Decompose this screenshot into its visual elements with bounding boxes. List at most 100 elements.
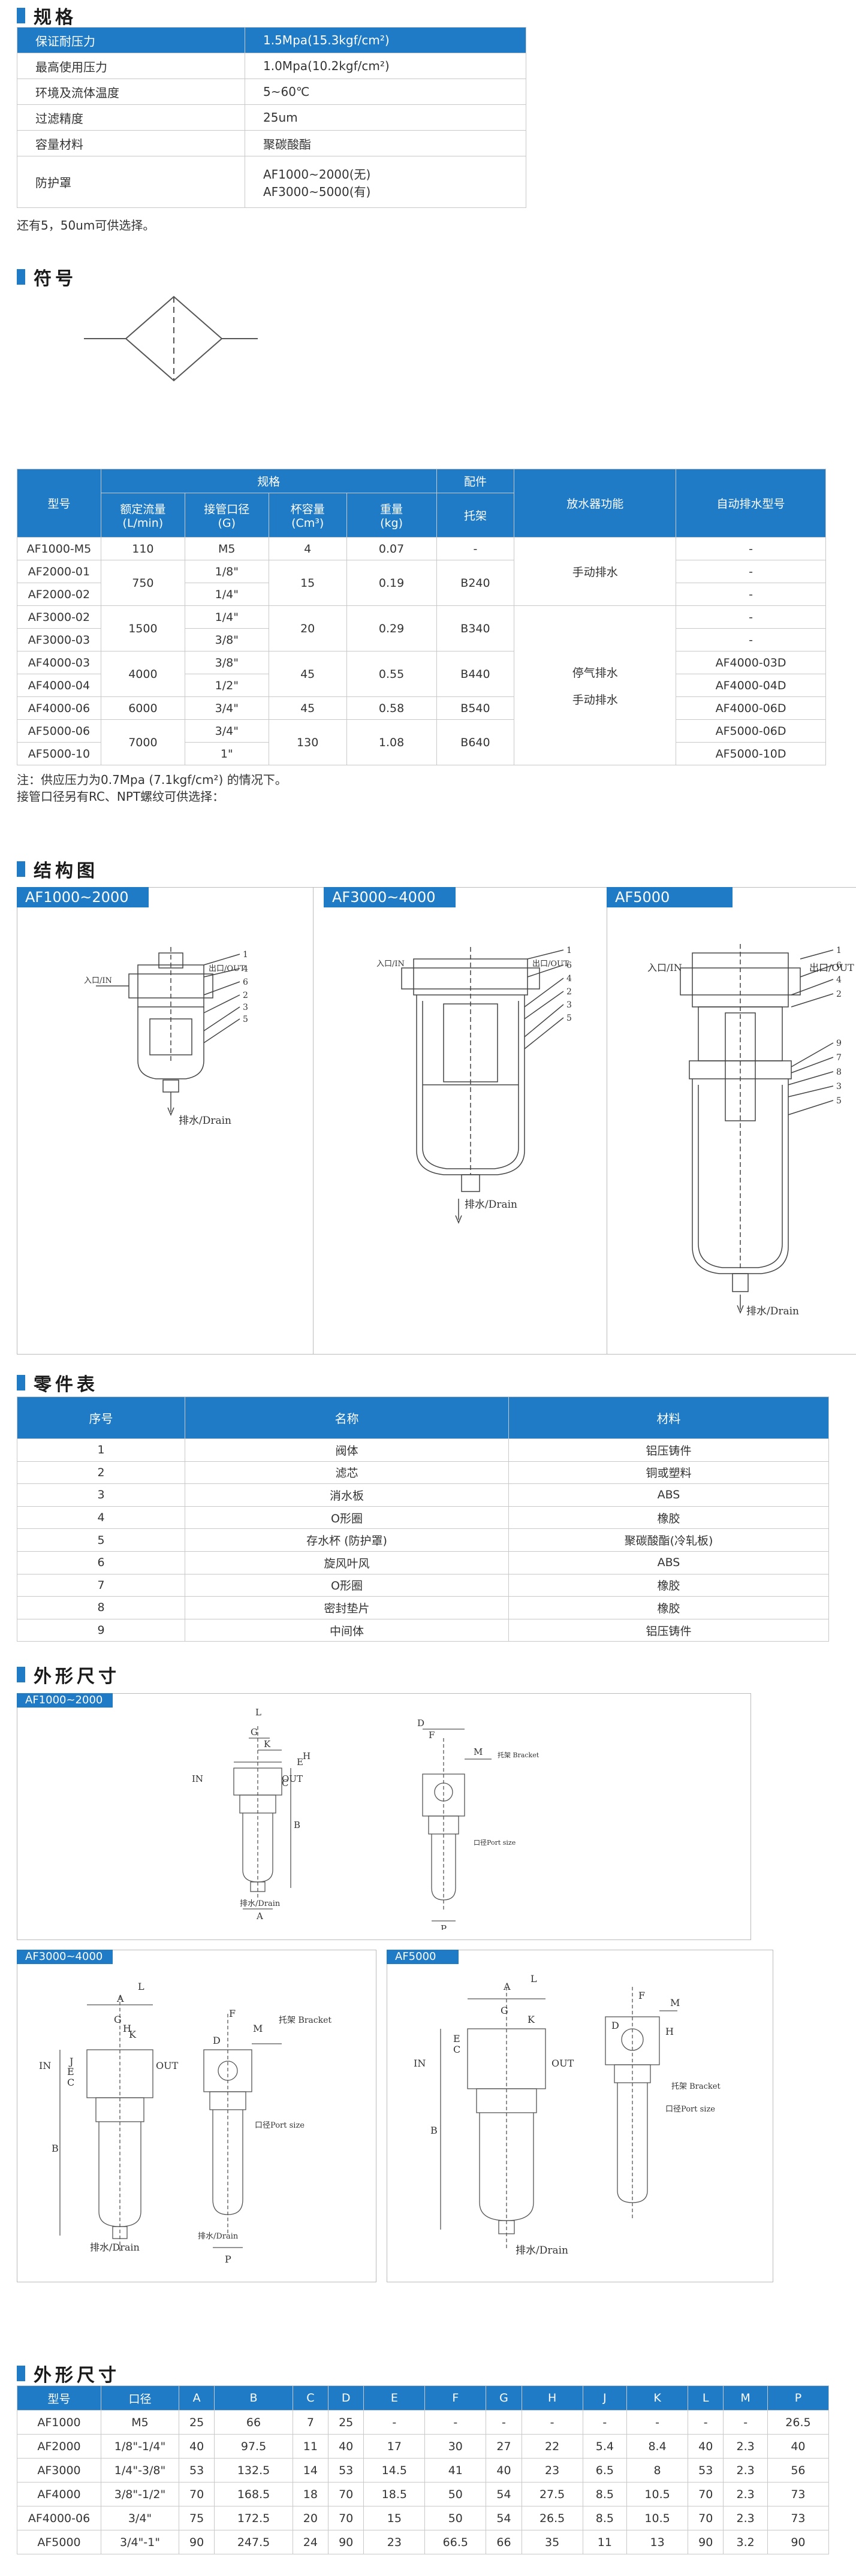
outline-drawing-af3000: LAG HKB CEJ DFM P IN OUT 排水/Drain 托架 Bra… — [39, 1981, 331, 2265]
th-dim: J — [582, 2385, 628, 2411]
th-dim: M — [723, 2385, 768, 2411]
section-title-symbol: 符号 — [17, 264, 77, 290]
dim-cell: - — [582, 2410, 628, 2435]
dim-cell: 41 — [424, 2458, 487, 2483]
th-cup: 杯容量(Cm³) — [268, 493, 347, 538]
drain-label: 排水/Drain — [179, 1115, 231, 1127]
out-label: 出口/OUT — [809, 962, 854, 973]
svg-text:A: A — [503, 1981, 511, 1992]
svg-text:F: F — [429, 1730, 435, 1741]
model-cell: AF4000-03 — [17, 651, 101, 674]
outline-drawing-af1000: LGK BCA DFM PEH IN OUT 排水/Drain 托架 Brack… — [192, 1707, 539, 1930]
dim-cell: 40 — [328, 2434, 364, 2459]
dim-cell: 15 — [363, 2506, 426, 2530]
svg-text:M: M — [253, 2023, 263, 2034]
spec-key: 过滤精度 — [17, 104, 245, 131]
dim-cell: 2.3 — [723, 2482, 768, 2506]
spec-key: 最高使用压力 — [17, 53, 245, 79]
spec-value: 聚碳酸酯 — [245, 130, 526, 156]
svg-text:M: M — [474, 1747, 483, 1757]
dim-cell: - — [688, 2410, 724, 2435]
dim-cell: AF3000 — [17, 2458, 101, 2483]
svg-text:D: D — [213, 2035, 221, 2046]
outline-tab-2: AF3000~4000 — [17, 1950, 113, 1964]
dim-cell: 8.4 — [626, 2434, 689, 2459]
bracket-cell: B240 — [436, 560, 515, 606]
dim-cell: 3/4" — [101, 2506, 179, 2530]
th-port: 接管口径(G) — [184, 493, 269, 538]
svg-text:D: D — [611, 2020, 619, 2031]
callout-5: 5 — [243, 1015, 248, 1024]
spec-note: 还有5，50um可供选择。 — [17, 218, 155, 233]
port-cell: 1/4" — [184, 605, 269, 629]
svg-text:L: L — [531, 1973, 537, 1984]
dim-cell: - — [363, 2410, 426, 2435]
weight-cell: 1.08 — [346, 719, 437, 765]
cup-cell: 4 — [268, 537, 347, 560]
svg-text:K: K — [129, 2029, 137, 2040]
svg-text:H: H — [665, 2026, 674, 2037]
bracket-cell: B340 — [436, 605, 515, 651]
dim-cell: 90 — [178, 2530, 215, 2554]
section-title-text: 符号 — [34, 269, 77, 289]
dim-cell: 1/8"-1/4" — [101, 2434, 179, 2459]
dim-cell: 90 — [688, 2530, 724, 2554]
svg-text:K: K — [528, 2014, 535, 2025]
dim-cell: 70 — [688, 2506, 724, 2530]
section-title-text: 结构图 — [34, 861, 98, 882]
svg-text:J: J — [68, 2056, 73, 2067]
svg-text:8: 8 — [836, 1067, 842, 1077]
dim-cell: - — [626, 2410, 689, 2435]
th-dim: D — [328, 2385, 364, 2411]
svg-text:9: 9 — [836, 1039, 842, 1048]
th-no: 序号 — [17, 1396, 185, 1439]
out-label: OUT — [282, 1773, 303, 1784]
svg-text:1: 1 — [836, 946, 842, 955]
svg-text:E: E — [297, 1757, 303, 1767]
drain-label: 排水/Drain — [465, 1199, 517, 1211]
dim-cell: 66 — [214, 2410, 293, 2435]
cup-cell: 45 — [268, 696, 347, 720]
structure-drawing-af5000: 164 297 835 入口/IN 出口/OUT 排水/Drain — [647, 944, 854, 1317]
callout-2: 2 — [243, 991, 248, 1000]
in-label: IN — [39, 2060, 51, 2071]
svg-text:L: L — [138, 1981, 144, 1992]
dim-cell: 20 — [292, 2506, 329, 2530]
svg-text:6: 6 — [566, 961, 572, 970]
svg-text:D: D — [417, 1718, 424, 1729]
dim-cell: 25 — [178, 2410, 215, 2435]
th-material: 材料 — [508, 1396, 829, 1439]
dim-cell: 13 — [626, 2530, 689, 2554]
dim-cell: 7 — [292, 2410, 329, 2435]
weight-cell: 0.58 — [346, 696, 437, 720]
dim-cell: 53 — [178, 2458, 215, 2483]
svg-text:C: C — [282, 1778, 288, 1788]
section-bar — [17, 861, 25, 877]
dim-cell: 66.5 — [424, 2530, 487, 2554]
dim-cell: 2.3 — [723, 2434, 768, 2459]
dim-cell: 23 — [521, 2458, 583, 2483]
model-cell: AF3000-03 — [17, 628, 101, 651]
table-row: AF5000-06 7000 3/4" 130 1.08 B640 AF5000… — [17, 719, 826, 765]
dim-cell: 27 — [486, 2434, 522, 2459]
th-dim: H — [521, 2385, 583, 2411]
dim-cell: 22 — [521, 2434, 583, 2459]
guard-value-1: AF1000~2000(无) — [263, 167, 371, 182]
port-cell: 3/4" — [184, 719, 269, 743]
spec-value: 25um — [245, 104, 526, 131]
port-cell: 3/8" — [184, 628, 269, 651]
bracket-cell: B540 — [436, 696, 515, 720]
flow-cell: 4000 — [100, 651, 185, 697]
th-bracket: 托架 — [436, 493, 515, 538]
dim-cell: 53 — [688, 2458, 724, 2483]
flow-cell: 750 — [100, 560, 185, 606]
dim-cell: 40 — [486, 2458, 522, 2483]
